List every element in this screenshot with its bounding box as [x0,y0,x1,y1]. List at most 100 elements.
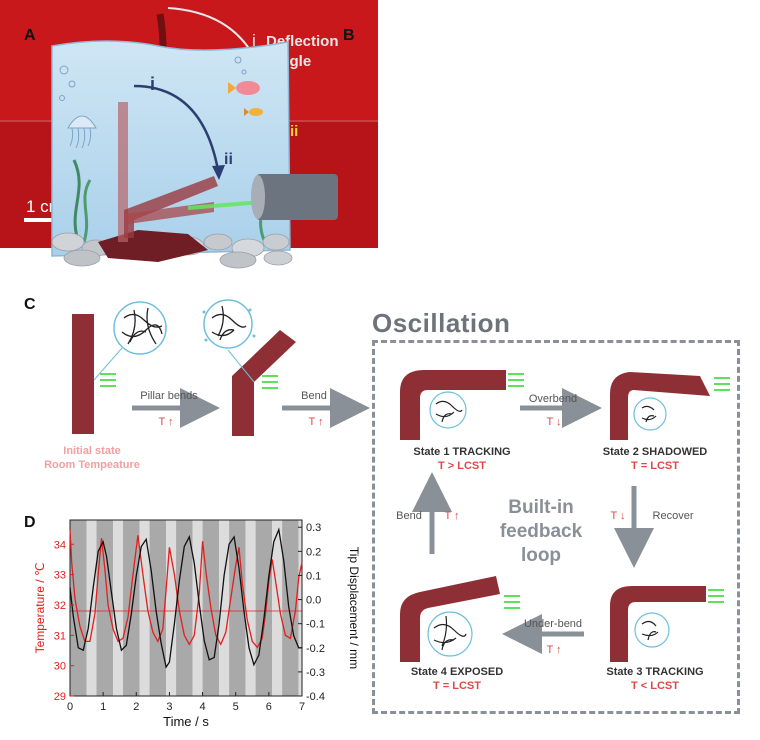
y-left-tick-label: 33 [54,570,66,582]
oscillation-title: Oscillation [372,308,511,338]
shading-band [272,520,283,696]
deflection-arrow [133,84,220,171]
pillar-state-4 [400,576,500,662]
state-3-name: State 3 TRACKING [606,666,704,678]
x-tick-label: 7 [299,701,305,713]
y-left-axis-label: Temperature / ℃ [33,563,47,654]
pillar-state-2 [610,372,710,440]
label-ii: ii [224,151,233,168]
initial-state-line2: Room Tempeature [44,459,140,471]
displacement-series [69,527,302,669]
shading-band [149,520,167,696]
aquarium-illustration: i ii [51,40,338,269]
label-i: i [252,31,256,50]
y-left-tick-label: 32 [54,600,66,612]
oscillation-box [372,340,740,714]
light-arrows [508,373,524,387]
feedback-loop-label: Built-in feedback loop [486,496,596,568]
panel-label-c: C [24,296,36,313]
x-tick-label: 5 [233,701,239,713]
initial-state-label: Initial state Room Tempeature [22,444,162,472]
temperature-series [69,529,303,649]
light-arrows [504,595,520,609]
light-arrows [262,375,278,389]
shading-band [113,520,124,696]
seaweed-icon [82,179,92,243]
panel-label-d: D [24,514,36,531]
polymer-network-icon [211,305,247,341]
shading-band [123,520,140,696]
network-zoom [634,612,670,648]
network-zoom [203,299,253,349]
y-right-tick-label: 0.0 [306,595,321,607]
label-ii: ii [290,123,298,140]
state-2-condition: T = LCST [631,460,679,472]
state-3-condition: T < LCST [631,680,679,692]
overbend-label: Overbend [528,393,578,405]
y-left-tick-label: 31 [54,630,66,642]
recover-temp: T ↓ [610,510,626,522]
pillar-bends-label: Pillar bends [140,390,198,402]
y-right-tick-label: -0.4 [306,691,325,703]
arrowhead [212,165,225,180]
x-axis-label: Time / s [163,714,209,729]
overbend-temp: T ↓ [546,416,562,428]
light-arrows [714,377,730,391]
pillar-upright [118,102,128,242]
zoom-line [227,349,255,383]
label-i: i [150,74,155,94]
x-tick-label: 4 [200,701,206,713]
y-right-tick-label: 0.3 [306,522,321,534]
shading-band [229,520,246,696]
shading-band [166,520,177,696]
polymer-network-icon [641,405,657,423]
fish-icon [228,81,260,95]
network-zoom [113,301,167,355]
under-bend-label: Under-bend [523,618,583,630]
y-right-tick-label: -0.1 [306,619,325,631]
pillar-state-3 [610,586,706,662]
shading-band [96,520,114,696]
y-right-tick-label: 0.1 [306,570,321,582]
initial-state-line1: Initial state [63,445,121,457]
y-left-tick-label: 34 [54,539,66,551]
laser-beam [187,200,263,210]
feedback-line1: Built-in [508,497,574,518]
pillar-bends-temp: T ↑ [158,416,174,428]
panel-label-a: A [24,27,36,44]
plot-frame [69,519,303,697]
pillar-bent [232,330,296,436]
shading-band [282,520,299,696]
x-tick-label: 3 [166,701,172,713]
bend-label: Bend [301,390,327,402]
shading-band [86,520,97,696]
y-left-tick-label: 29 [54,691,66,703]
polymer-network-icon [121,307,163,345]
feedback-line3: loop [520,545,562,566]
pillar-initial [72,314,94,434]
x-tick-label: 0 [67,701,73,713]
panel-label-b: B [343,27,355,44]
light-arrows [708,589,724,603]
state-2-name: State 2 SHADOWED [602,446,708,458]
shading-band [70,520,87,696]
state-1-name: State 1 TRACKING [413,446,511,458]
x-tick-label: 2 [133,701,139,713]
y-right-tick-label: -0.3 [306,667,325,679]
state-4-name: State 4 EXPOSED [410,666,504,678]
bubbles-icon [59,56,247,101]
x-tick-label: 1 [100,701,106,713]
network-zoom [427,611,473,657]
light-arrows [100,373,116,387]
shading-band [245,520,256,696]
shading-band [219,520,230,696]
shading-band [176,520,193,696]
pillar-state-1 [400,370,506,440]
state-1-condition: T > LCST [438,460,486,472]
x-tick-label: 6 [266,701,272,713]
shading-band [255,520,273,696]
bend-temp: T ↑ [308,416,324,428]
bend-up-label: Bend [396,510,422,522]
shading-band [139,520,150,696]
